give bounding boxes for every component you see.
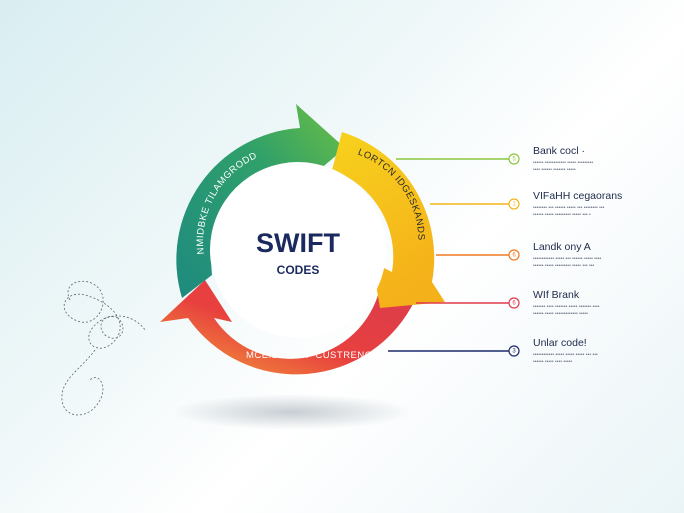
arc-teal bbox=[176, 104, 345, 298]
callout-item: 5 Bank cocl · •••••• •••••••••••• ••••• ••… bbox=[396, 145, 593, 173]
step-number-badge bbox=[508, 345, 520, 357]
center-disc bbox=[210, 162, 386, 338]
step-number: 1 bbox=[512, 202, 516, 208]
item-description: •••••• ••••• ••••••••• ••••• ••• ••• bbox=[533, 263, 594, 269]
arc-red bbox=[160, 280, 415, 375]
callout-item: 1 VIFaHH cegaorans •••••••• ••• •••••• •••… bbox=[430, 190, 622, 218]
step-number: 3 bbox=[512, 349, 516, 355]
item-title: WIf Brank bbox=[533, 289, 580, 301]
center-title: SWIFT bbox=[256, 228, 340, 258]
step-number-badge bbox=[508, 249, 520, 261]
item-description: •••••••• ••• •••••• ••••• ••• •••••••• •… bbox=[533, 205, 605, 211]
arc-yellow bbox=[332, 132, 445, 308]
item-title: Landk ony A bbox=[533, 241, 591, 253]
item-description: •••••••••••• ••••• ••• •••••• ••••• •••• bbox=[533, 256, 601, 262]
item-title: Unlar code! bbox=[533, 337, 587, 349]
item-description: •••••••••••• ••••• ••••• ••••• ••• ••• bbox=[533, 352, 598, 358]
step-number: 6 bbox=[512, 253, 516, 259]
callout-list: 5 Bank cocl · •••••• •••••••••••• ••••• ••… bbox=[388, 145, 622, 365]
step-number-badge bbox=[508, 297, 520, 309]
step-number-badge bbox=[508, 153, 520, 165]
callout-item: 3 Unlar code! •••••••••••• ••••• ••••• •••… bbox=[388, 337, 598, 365]
arc-label-red: MCEIBRE ISF CUSTRENCIA bbox=[246, 350, 382, 361]
item-description: •••••• ••••• ••••••••• ••••• ••• • bbox=[533, 212, 591, 218]
item-description: ••••••• •••• ••••••• ••••• ••••••• •••• bbox=[533, 304, 600, 310]
item-description: •••••• •••••••••••• ••••• ••••••••• bbox=[533, 160, 593, 166]
step-number-badge bbox=[508, 198, 520, 210]
item-title: Bank cocl · bbox=[533, 145, 585, 157]
callout-item: 6 WIf Brank ••••••• •••• ••••••• ••••• •••… bbox=[416, 289, 600, 317]
step-number: 5 bbox=[512, 157, 516, 163]
dashed-loop-decoration bbox=[61, 281, 146, 416]
ring-shadow bbox=[172, 394, 412, 430]
step-number: 6 bbox=[512, 301, 516, 307]
center-subtitle: CODES bbox=[277, 263, 320, 277]
item-description: •••••• ••••• •••• ••••• bbox=[533, 359, 572, 365]
item-title: VIFaHH cegaorans bbox=[533, 190, 622, 202]
callout-item: 6 Landk ony A •••••••••••• ••••• ••• •••••… bbox=[436, 241, 601, 269]
item-description: •••••• ••••• ••••••••••••• ••••• bbox=[533, 311, 588, 317]
item-description: •••• •••••• ••••••• ••••• bbox=[533, 167, 576, 173]
